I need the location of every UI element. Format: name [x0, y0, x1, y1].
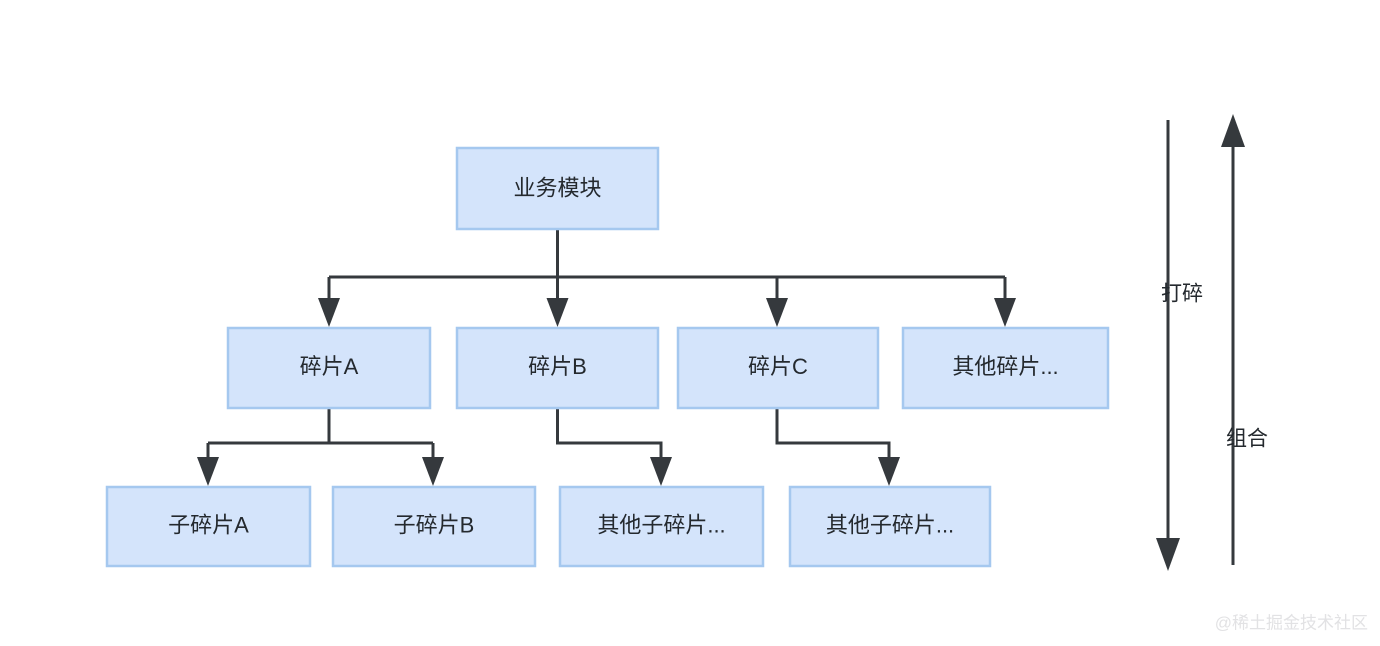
node-fragment-b-label: 碎片B: [528, 354, 587, 379]
break-down-axis: 打碎: [1156, 120, 1203, 571]
connectors-root-to-level2: [318, 229, 1016, 327]
compose-up-arrow-icon: [1221, 114, 1245, 147]
node-subfragment-a-label: 子碎片A: [168, 512, 249, 537]
node-fragment-a[interactable]: 碎片A: [226, 326, 432, 410]
compose-axis: 组合: [1221, 114, 1268, 565]
node-subfragment-other-2-box: [788, 485, 992, 568]
connectors-fragment-c-to-child: [775, 408, 900, 486]
node-business-module-label: 业务模块: [513, 175, 601, 200]
watermark: @稀土掘金技术社区: [1215, 613, 1368, 632]
node-subfragment-other-2-label: 其他子碎片...: [826, 512, 954, 537]
node-fragment-a-label: 碎片A: [300, 354, 359, 379]
arrow-head-fragment-b: [546, 298, 569, 327]
arrow-head-subfragment-b: [422, 457, 444, 486]
node-subfragment-b-box: [331, 485, 537, 568]
arrow-head-fragment-a: [318, 298, 340, 327]
connector-elbow-fragment-b: [556, 408, 663, 462]
compose-axis-label: 组合: [1226, 428, 1268, 451]
node-subfragment-other-2[interactable]: 其他子碎片...: [788, 485, 992, 568]
node-fragment-b[interactable]: 碎片B: [455, 326, 660, 410]
arrow-head-subfragment-a: [197, 457, 219, 486]
node-business-module-box: [455, 146, 660, 231]
arrow-head-fragment-other: [994, 298, 1016, 327]
node-subfragment-b-label: 子碎片B: [394, 512, 475, 537]
connectors-fragment-b-to-child: [556, 408, 672, 486]
connectors-fragment-a-to-children: [197, 408, 444, 486]
node-subfragment-other-1-box: [558, 485, 765, 568]
connector-elbow-fragment-c: [775, 408, 891, 462]
break-down-arrow-icon: [1156, 538, 1180, 571]
node-fragment-c-box: [676, 326, 880, 410]
node-fragment-other[interactable]: 其他碎片...: [901, 326, 1110, 410]
node-subfragment-b[interactable]: 子碎片B: [331, 485, 537, 568]
node-fragment-a-box: [226, 326, 432, 410]
node-fragment-other-label: 其他碎片...: [952, 354, 1058, 379]
node-fragment-c[interactable]: 碎片C: [676, 326, 880, 410]
node-fragment-c-label: 碎片C: [748, 354, 808, 379]
node-subfragment-other-1-label: 其他子碎片...: [597, 512, 725, 537]
node-subfragment-other-1[interactable]: 其他子碎片...: [558, 485, 765, 568]
arrow-head-subfragment-other-2: [878, 457, 900, 486]
node-subfragment-a-box: [105, 485, 312, 568]
break-down-axis-label: 打碎: [1161, 283, 1203, 306]
node-business-module[interactable]: 业务模块: [455, 146, 660, 231]
node-fragment-other-box: [901, 326, 1110, 410]
node-fragment-b-box: [455, 326, 660, 410]
arrow-head-subfragment-other-1: [650, 457, 672, 486]
arrow-head-fragment-c: [766, 298, 788, 327]
node-subfragment-a[interactable]: 子碎片A: [105, 485, 312, 568]
